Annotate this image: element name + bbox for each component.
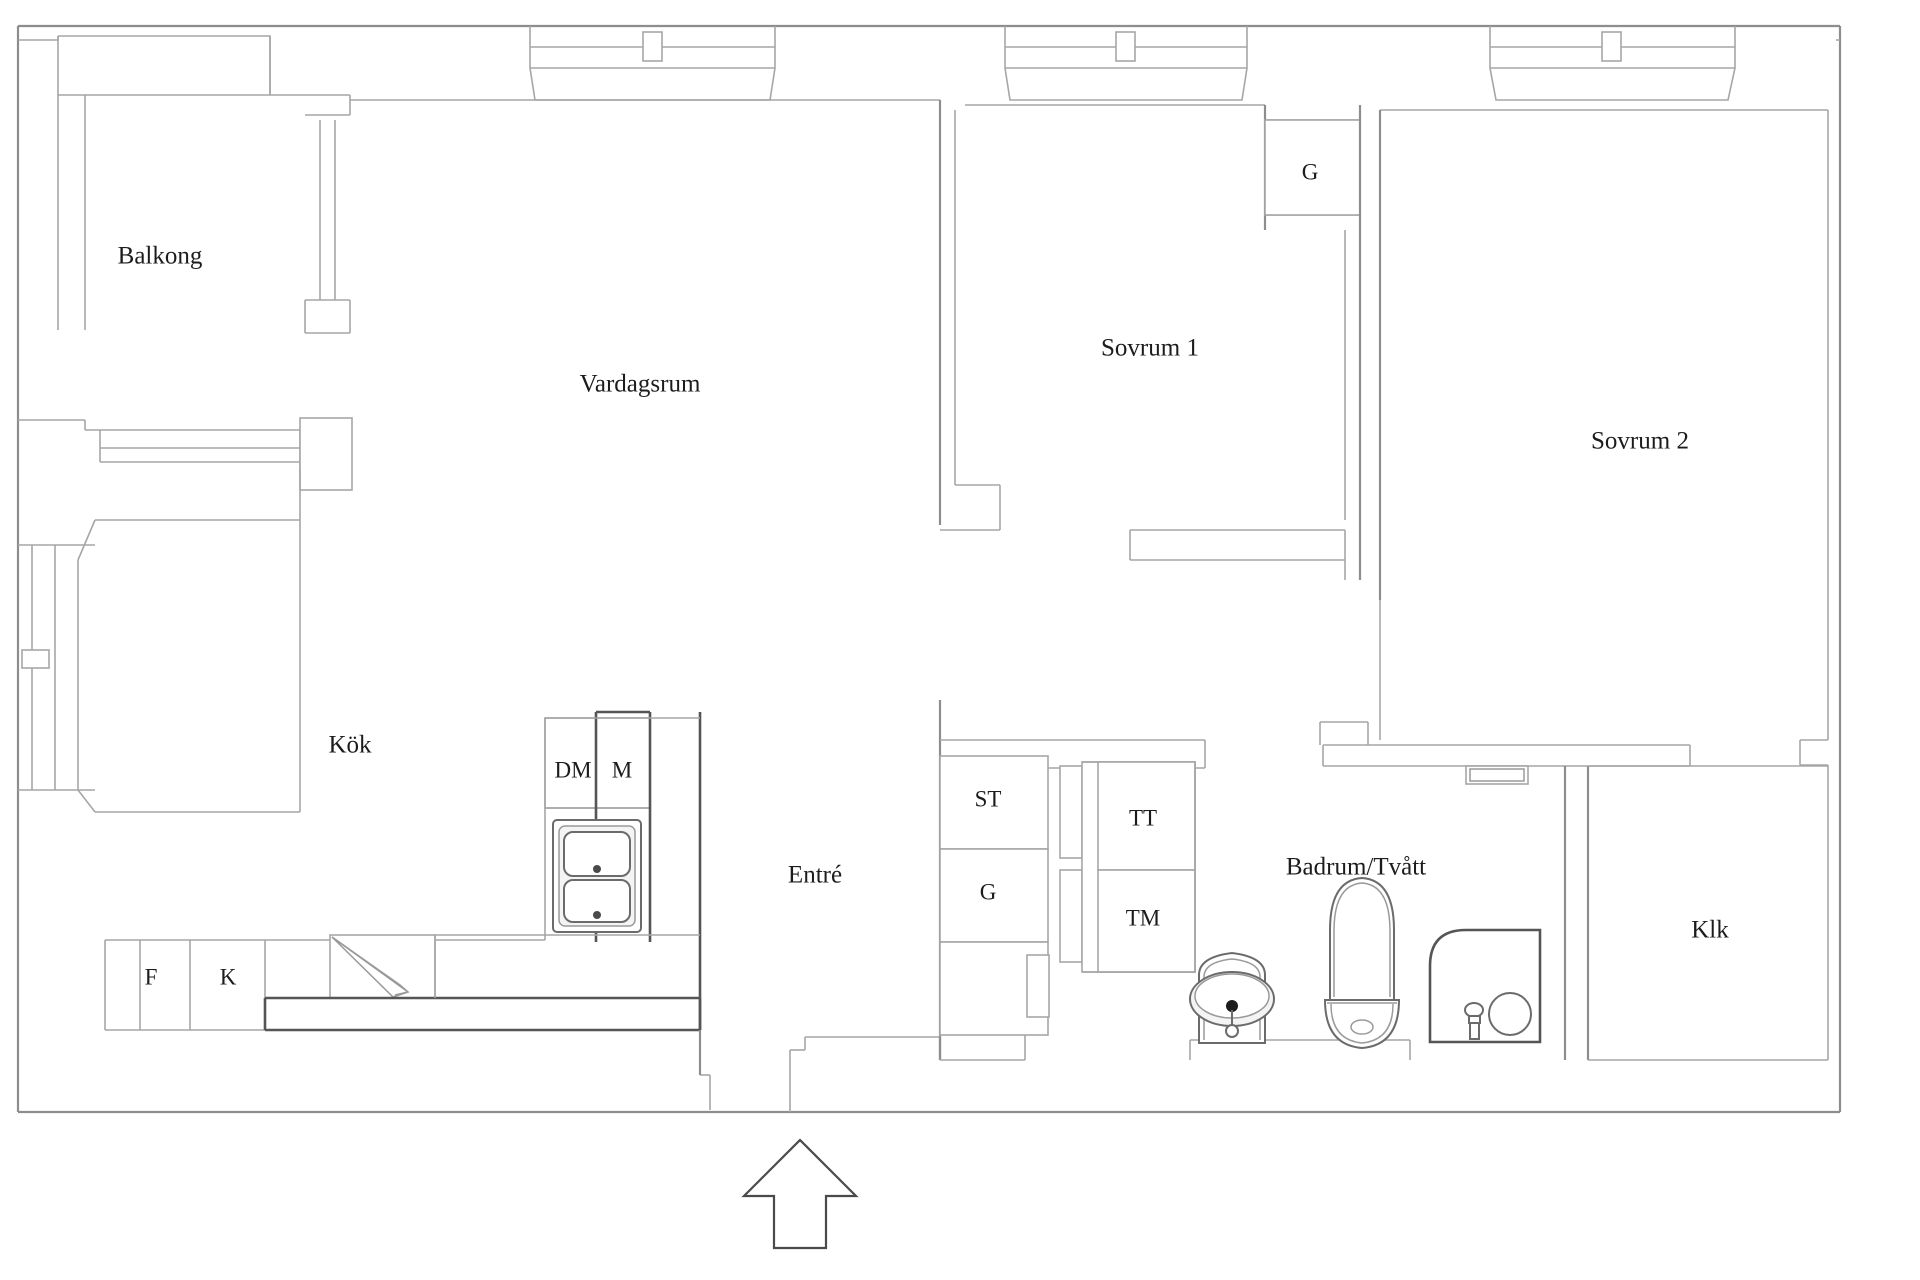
closet-g	[939, 848, 1049, 943]
entre-walls	[698, 1029, 1040, 1112]
entrance-direction-arrow	[741, 1138, 859, 1250]
window-top-sovrum2	[1489, 26, 1736, 101]
window-mullion	[21, 649, 50, 669]
shower-faucet	[1464, 1002, 1484, 1040]
window-mullion	[1601, 31, 1622, 62]
bathroom-sink	[1189, 951, 1275, 1044]
label-frys: F	[145, 964, 158, 989]
kitchen-cabinetry	[104, 710, 702, 1032]
kitchen-double-sink	[552, 819, 642, 933]
room-label-badrum-tvatt: Badrum/Tvått	[1286, 854, 1426, 881]
room-label-kok: Kök	[328, 732, 372, 759]
window-left-kok	[18, 544, 95, 791]
label-mikrovagsugn: M	[612, 757, 632, 782]
room-label-sovrum1: Sovrum 1	[1101, 335, 1199, 362]
closet-door-leaf	[1026, 954, 1050, 1018]
room-balkong	[18, 35, 353, 491]
balcony-door-jamb	[299, 417, 353, 491]
appliance-tm	[1097, 869, 1196, 973]
room-sovrum1	[965, 104, 1362, 580]
label-stadskap: ST	[975, 786, 1002, 811]
room-label-vardagsrum: Vardagsrum	[580, 371, 701, 398]
shower-drain	[1488, 992, 1532, 1036]
room-label-sovrum2: Sovrum 2	[1591, 428, 1689, 455]
bathroom-toilet	[1323, 876, 1401, 1050]
label-garderob-entre: G	[980, 879, 997, 904]
room-sovrum2	[1378, 109, 1829, 1060]
kitchen-stove-hob	[329, 934, 436, 999]
room-badrum-tvatt	[1189, 721, 1691, 1060]
window-top-vardagsrum	[529, 26, 776, 101]
appliance-tt	[1097, 761, 1196, 871]
room-label-balkong: Balkong	[118, 243, 203, 270]
wall-shelf-inner	[1469, 768, 1525, 782]
room-label-klk: Klk	[1691, 917, 1729, 944]
room-klk	[1588, 765, 1828, 1061]
window-mullion	[1115, 31, 1136, 62]
bathroom-shower	[1428, 928, 1542, 1044]
laundry-closets	[1059, 761, 1196, 973]
room-label-entre: Entré	[788, 862, 842, 889]
label-diskmaskin: DM	[554, 757, 591, 782]
label-tvattmaskin: TM	[1126, 905, 1161, 930]
label-kylskap: K	[220, 964, 237, 989]
room-vardagsrum	[77, 36, 1001, 1060]
hall-closets-st-g	[939, 739, 1206, 1036]
window-top-sovrum1	[1004, 26, 1248, 101]
window-mullion	[642, 31, 663, 62]
outer-walls	[16, 24, 1842, 1114]
label-garderob-sovrum1: G	[1302, 159, 1319, 184]
closet-st	[939, 755, 1049, 850]
laundry-door-leaf-upper	[1059, 765, 1083, 859]
label-torktumlare: TT	[1129, 805, 1157, 830]
laundry-door-leaf-lower	[1059, 869, 1083, 963]
closet-g-sovrum1	[1264, 119, 1361, 216]
cabinet-dm-m-upper	[544, 717, 651, 809]
